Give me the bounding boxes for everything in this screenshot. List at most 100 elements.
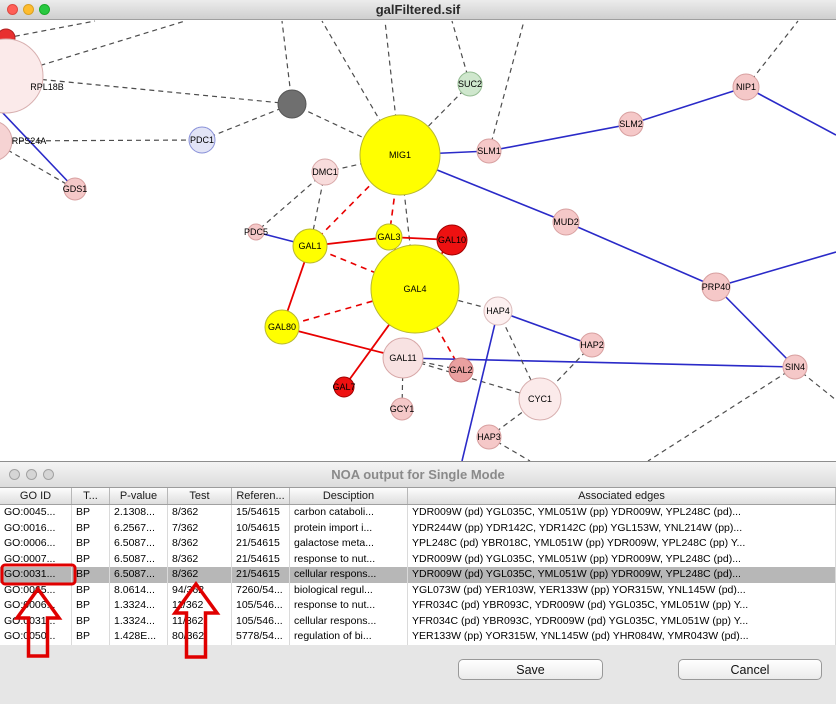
cell-r8-c5[interactable]: 105/546... bbox=[232, 613, 290, 629]
node-mud2[interactable] bbox=[552, 208, 580, 236]
cell-r4-c6[interactable]: response to nut... bbox=[290, 551, 408, 567]
edge-dmc1-pdc5[interactable] bbox=[255, 171, 326, 233]
cell-r2-c4[interactable]: 7/362 bbox=[168, 520, 232, 536]
cell-r7-c2[interactable]: BP bbox=[72, 598, 110, 614]
cell-r7-c7[interactable]: YFR034C (pd) YBR093C, YDR009W (pd) YGL03… bbox=[408, 598, 836, 614]
edge-rpl18b-gray1[interactable] bbox=[5, 75, 293, 105]
close-button[interactable] bbox=[7, 4, 18, 15]
column-header-2[interactable]: P-value bbox=[110, 488, 168, 504]
node-gal80[interactable] bbox=[264, 309, 300, 345]
node-sin4[interactable] bbox=[782, 354, 808, 380]
cell-r8-c2[interactable]: BP bbox=[72, 613, 110, 629]
node-cyc1[interactable] bbox=[518, 377, 562, 421]
cell-r1-c3[interactable]: 2.1308... bbox=[110, 505, 168, 521]
cell-r7-c4[interactable]: 11/362 bbox=[168, 598, 232, 614]
cell-r5-c2[interactable]: BP bbox=[72, 567, 110, 583]
cell-r4-c2[interactable]: BP bbox=[72, 551, 110, 567]
cell-r1-c7[interactable]: YDR009W (pd) YGL035C, YML051W (pp) YDR00… bbox=[408, 505, 836, 521]
edge-redtl-offscreen[interactable] bbox=[5, 20, 96, 39]
node-gal1[interactable] bbox=[292, 228, 328, 264]
node-gcy1[interactable] bbox=[390, 397, 414, 421]
cell-r8-c6[interactable]: cellular respons... bbox=[290, 613, 408, 629]
cell-r3-c7[interactable]: YPL248C (pd) YBR018C, YML051W (pp) YDR00… bbox=[408, 536, 836, 552]
close-button-inactive[interactable] bbox=[9, 469, 20, 480]
node-pdc1[interactable] bbox=[188, 126, 216, 154]
cell-r6-c6[interactable]: biological regul... bbox=[290, 582, 408, 598]
node-hap4[interactable] bbox=[483, 296, 513, 326]
edge-pdc1-gray1[interactable] bbox=[201, 103, 293, 141]
node-rps24a[interactable] bbox=[0, 121, 13, 161]
column-header-3[interactable]: Test bbox=[168, 488, 232, 504]
cell-r7-c3[interactable]: 1.3324... bbox=[110, 598, 168, 614]
node-rpl18b[interactable] bbox=[0, 38, 44, 114]
cell-r2-c3[interactable]: 6.2567... bbox=[110, 520, 168, 536]
minimize-button[interactable] bbox=[23, 4, 34, 15]
node-mig1[interactable] bbox=[359, 114, 441, 196]
cell-r5-c5[interactable]: 21/54615 bbox=[232, 567, 290, 583]
network-canvas[interactable]: RPL18BRPS24AGDS1PDC1MIG1SUC2SLM1SLM2NIP1… bbox=[0, 20, 836, 461]
edge-hap4-offscreen[interactable] bbox=[461, 310, 499, 461]
edge-gds1-offscreen[interactable] bbox=[0, 109, 76, 190]
cell-r3-c1[interactable]: GO:0006... bbox=[0, 536, 72, 552]
node-suc2[interactable] bbox=[457, 71, 483, 97]
cell-r9-c6[interactable]: regulation of bi... bbox=[290, 629, 408, 645]
node-gal4[interactable] bbox=[370, 244, 460, 334]
cell-r3-c4[interactable]: 8/362 bbox=[168, 536, 232, 552]
cell-r3-c2[interactable]: BP bbox=[72, 536, 110, 552]
node-gal10[interactable] bbox=[436, 224, 468, 256]
edge-gal80-gal11[interactable] bbox=[281, 326, 404, 359]
cell-r9-c3[interactable]: 1.428E... bbox=[110, 629, 168, 645]
cell-r5-c4[interactable]: 8/362 bbox=[168, 567, 232, 583]
cell-r5-c7[interactable]: YDR009W (pd) YGL035C, YML051W (pp) YDR00… bbox=[408, 567, 836, 583]
node-slm1[interactable] bbox=[476, 138, 502, 164]
zoom-button-inactive[interactable] bbox=[43, 469, 54, 480]
cell-r2-c6[interactable]: protein import i... bbox=[290, 520, 408, 536]
cell-r9-c1[interactable]: GO:0050... bbox=[0, 629, 72, 645]
cell-r5-c3[interactable]: 6.5087... bbox=[110, 567, 168, 583]
node-gds1[interactable] bbox=[63, 177, 87, 201]
cell-r9-c2[interactable]: BP bbox=[72, 629, 110, 645]
edge-slm1-offscreen[interactable] bbox=[488, 20, 525, 152]
cell-r7-c1[interactable]: GO:0006... bbox=[0, 598, 72, 614]
edge-sin4-offscreen[interactable] bbox=[647, 366, 796, 461]
cell-r7-c6[interactable]: response to nut... bbox=[290, 598, 408, 614]
save-button[interactable]: Save bbox=[458, 659, 603, 680]
cell-r3-c6[interactable]: galactose meta... bbox=[290, 536, 408, 552]
edge-hap4-hap2[interactable] bbox=[497, 310, 593, 346]
column-header-4[interactable]: Referen... bbox=[232, 488, 290, 504]
cell-r6-c1[interactable]: GO:0065... bbox=[0, 582, 72, 598]
cell-r4-c4[interactable]: 8/362 bbox=[168, 551, 232, 567]
cell-r6-c3[interactable]: 8.0614... bbox=[110, 582, 168, 598]
minimize-button-inactive[interactable] bbox=[26, 469, 37, 480]
cell-r1-c1[interactable]: GO:0045... bbox=[0, 505, 72, 521]
edge-slm1-slm2[interactable] bbox=[488, 123, 632, 152]
cell-r2-c2[interactable]: BP bbox=[72, 520, 110, 536]
node-slm2[interactable] bbox=[618, 111, 644, 137]
cell-r1-c5[interactable]: 15/54615 bbox=[232, 505, 290, 521]
edge-gal11-sin4[interactable] bbox=[402, 357, 796, 368]
node-hap3[interactable] bbox=[476, 424, 502, 450]
node-hap2[interactable] bbox=[579, 332, 605, 358]
cell-r9-c5[interactable]: 5778/54... bbox=[232, 629, 290, 645]
edge-prp40-offscreen[interactable] bbox=[715, 251, 836, 288]
column-header-5[interactable]: Desciption bbox=[290, 488, 408, 504]
edge-gal1-gal4[interactable] bbox=[309, 245, 416, 290]
cancel-button[interactable]: Cancel bbox=[678, 659, 822, 680]
node-gal3[interactable] bbox=[375, 223, 403, 251]
cell-r7-c5[interactable]: 105/546... bbox=[232, 598, 290, 614]
edge-slm2-nip1[interactable] bbox=[630, 86, 747, 125]
edge-gal11-cyc1[interactable] bbox=[402, 357, 541, 400]
cell-r8-c3[interactable]: 1.3324... bbox=[110, 613, 168, 629]
node-gal11[interactable] bbox=[382, 337, 424, 379]
cell-r3-c5[interactable]: 21/54615 bbox=[232, 536, 290, 552]
edge-rps24a-pdc1[interactable] bbox=[0, 139, 203, 142]
cell-r4-c1[interactable]: GO:0007... bbox=[0, 551, 72, 567]
cell-r6-c2[interactable]: BP bbox=[72, 582, 110, 598]
node-gal7[interactable] bbox=[333, 376, 355, 398]
